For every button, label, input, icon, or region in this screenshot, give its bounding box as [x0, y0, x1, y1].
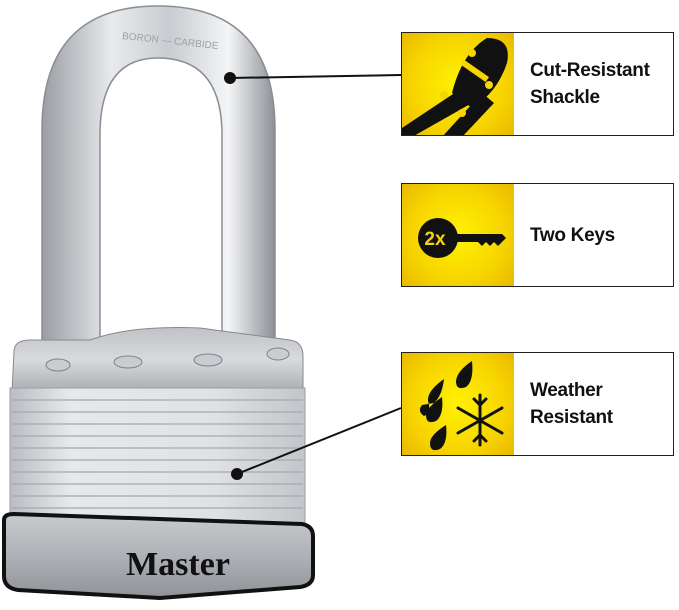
feature-label: Weather [530, 380, 603, 401]
feature-label: Two Keys [530, 224, 615, 246]
feature-label: Cut-Resistant [530, 60, 650, 81]
callout-dot-shackle [224, 72, 236, 84]
feature-label: Resistant [530, 407, 613, 428]
svg-text:2x: 2x [424, 229, 446, 250]
feature-label: Shackle [530, 87, 600, 108]
callout-dot-body [231, 468, 243, 480]
brand-logo: Master [126, 546, 230, 583]
feature-cut-resistant-shackle: Cut-Resistant Shackle [401, 32, 674, 136]
callout-line-shackle [229, 74, 402, 79]
key-icon: 2x [402, 184, 514, 286]
shackle [41, 5, 276, 361]
bolt-cutter-icon [402, 33, 514, 135]
feature-weather-resistant: Weather Resistant [401, 352, 674, 456]
feature-two-keys: 2x Two Keys [401, 183, 674, 287]
callout-line-body [236, 407, 402, 475]
rain-snowflake-icon [402, 353, 514, 455]
